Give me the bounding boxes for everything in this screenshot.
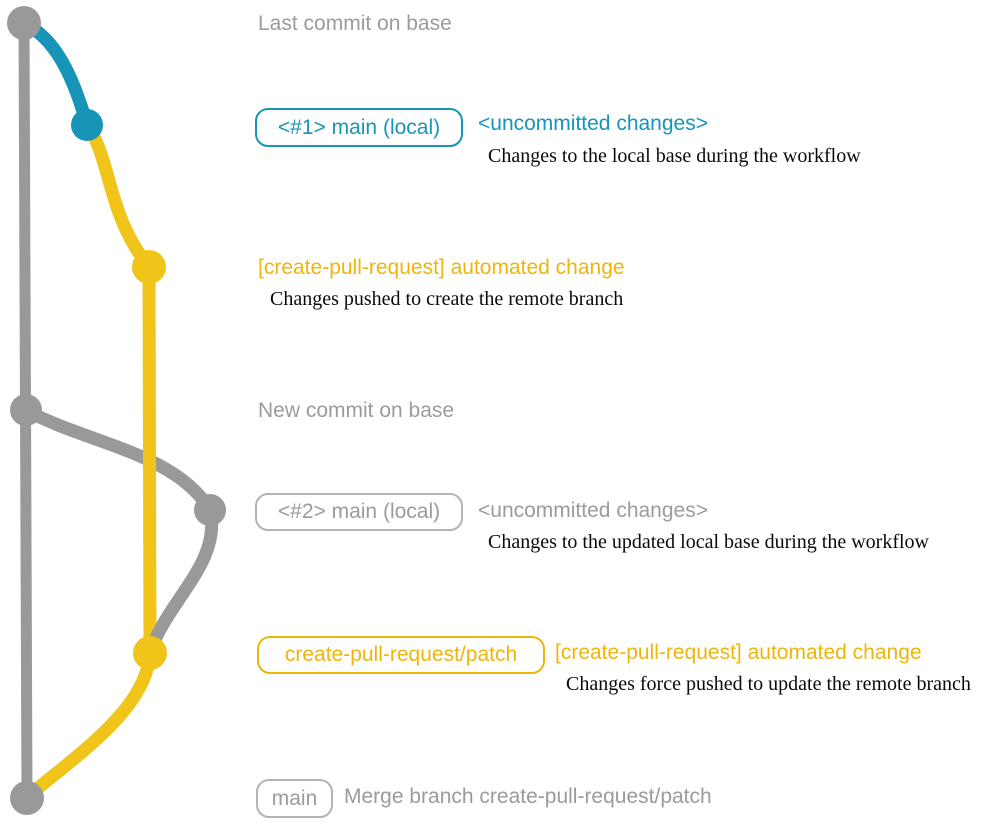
branch-badge-main-local-1: <#1> main (local) [255,108,463,147]
label-last-commit-on-base: Last commit on base [258,12,452,35]
description-local-base-changes: Changes to the local base during the wor… [488,145,861,167]
edge-patch-branch-line [142,260,157,660]
node-merge-commit [10,781,44,815]
edge-patch-to-merge [21,646,157,803]
label-uncommitted-changes-2: <uncommitted changes> [478,499,708,522]
edge-base-to-main-local-1 [17,16,94,132]
node-main-local-1 [71,109,103,141]
branch-badge-main-local-2: <#2> main (local) [255,493,463,531]
branch-badge-create-pull-request-patch: create-pull-request/patch [257,636,545,674]
branch-badge-main: main [256,779,333,818]
node-patch-commit-1 [132,250,166,284]
label-merge-branch: Merge branch create-pull-request/patch [344,785,712,808]
label-automated-change-1: [create-pull-request] automated change [258,256,625,279]
node-main-local-2 [194,494,226,526]
edge-new-commit-to-main-local-2 [19,403,217,517]
edge-main-local-1-to-patch-commit-1 [80,118,156,274]
node-new-commit-on-base [10,394,42,426]
node-last-commit-on-base [7,6,41,40]
edge-main-local-2-to-patch-commit-2 [144,503,219,657]
label-automated-change-2: [create-pull-request] automated change [555,641,922,664]
label-uncommitted-changes-1: <uncommitted changes> [478,112,708,135]
description-updated-base-changes: Changes to the updated local base during… [488,531,929,553]
node-patch-commit-2 [133,636,167,670]
description-force-pushed-changes: Changes force pushed to update the remot… [566,673,971,695]
description-pushed-create-branch: Changes pushed to create the remote bran… [270,288,624,310]
label-new-commit-on-base: New commit on base [258,399,455,422]
